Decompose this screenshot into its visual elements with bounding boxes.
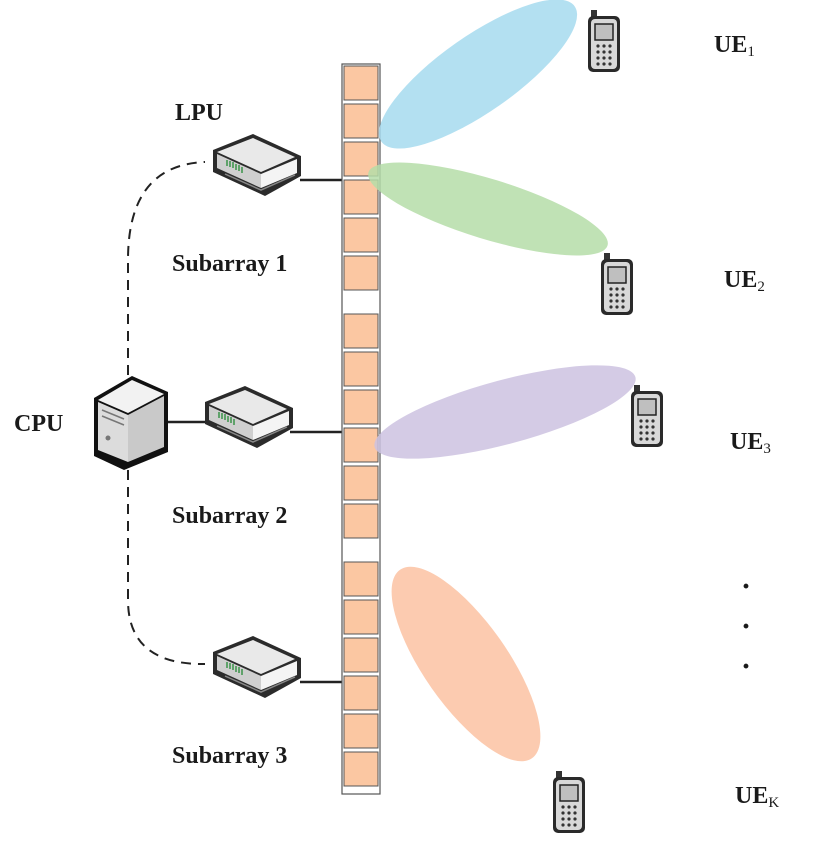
beam-ue2 bbox=[368, 162, 608, 256]
ellipsis-dot-2: · bbox=[741, 610, 751, 643]
router-icon-lpu3 bbox=[212, 635, 302, 699]
router-icon-lpu1 bbox=[212, 133, 302, 197]
cpu-lpu3-dashed-link bbox=[127, 470, 206, 666]
ue3-label: UE3 bbox=[730, 429, 771, 457]
server-icon bbox=[94, 376, 168, 470]
subarray-3-label: Subarray 3 bbox=[172, 743, 287, 769]
beam-uek bbox=[391, 566, 541, 762]
mobile-phone-icon-uek bbox=[552, 770, 586, 834]
ellipsis-dot-1: · bbox=[741, 570, 751, 603]
mobile-phone-icon-ue1 bbox=[587, 9, 621, 73]
mobile-phone-icon-ue3 bbox=[630, 384, 664, 448]
subarray-1-label: Subarray 1 bbox=[172, 251, 287, 277]
lpu-label: LPU bbox=[175, 100, 223, 126]
cpu-label: CPU bbox=[14, 411, 63, 437]
cpu-lpu1-dashed-link bbox=[127, 161, 206, 375]
ue1-label: UE1 bbox=[714, 32, 755, 60]
router-icon-lpu2 bbox=[204, 385, 294, 449]
ellipsis-dot-3: · bbox=[741, 650, 751, 683]
ue2-label: UE2 bbox=[724, 267, 765, 295]
beam-ue1 bbox=[378, 0, 578, 149]
mobile-phone-icon-ue2 bbox=[600, 252, 634, 316]
uek-label: UEK bbox=[735, 783, 779, 811]
antenna-array bbox=[341, 63, 381, 795]
subarray-2-label: Subarray 2 bbox=[172, 503, 287, 529]
beam-ue3 bbox=[374, 365, 636, 459]
